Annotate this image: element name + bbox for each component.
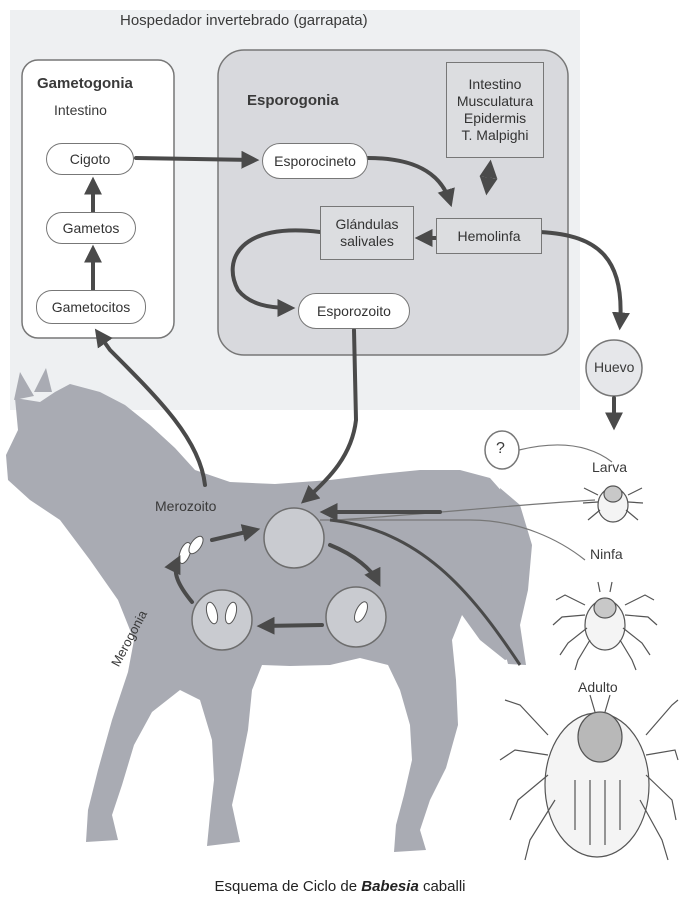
gametogonia-title: Gametogonia [37, 75, 133, 92]
gametocitos-node: Gametocitos [36, 290, 146, 324]
caption-prefix: Esquema de Ciclo de [215, 878, 362, 895]
glandulas-line-2: salivales [340, 233, 394, 250]
organos-line-2: Musculatura [457, 93, 533, 110]
caption-genus: Babesia [361, 878, 419, 895]
gametos-node: Gametos [46, 212, 136, 244]
cigoto-node: Cigoto [46, 143, 134, 175]
larva-label: Larva [592, 459, 627, 475]
organos-line-1: Intestino [469, 76, 522, 93]
diagram-caption: Esquema de Ciclo de Babesia caballi [0, 878, 680, 895]
esporozoito-node: Esporozoito [298, 293, 410, 329]
ninfa-tick-icon [553, 582, 657, 670]
merozoito-label: Merozoito [155, 498, 216, 514]
esporogonia-title: Esporogonia [247, 92, 339, 109]
erythrocyte-left [192, 590, 252, 650]
arrow-cigoto-esporocineto [136, 158, 254, 160]
organos-line-4: T. Malpighi [462, 127, 529, 144]
adulto-label: Adulto [578, 679, 618, 695]
ninfa-label: Ninfa [590, 546, 623, 562]
esporocineto-node: Esporocineto [262, 143, 368, 179]
erythrocyte-top [264, 508, 324, 568]
caption-suffix: caballi [419, 878, 466, 895]
host-label: Hospedador invertebrado (garrapata) [120, 12, 368, 29]
larva-tick-icon [583, 486, 643, 522]
glandulas-box: Glándulas salivales [320, 206, 414, 260]
arrow-cell-right-left [262, 625, 322, 626]
question-mark: ? [496, 440, 505, 458]
hemolinfa-box: Hemolinfa [436, 218, 542, 254]
glandulas-line-1: Glándulas [335, 216, 398, 233]
organos-box: Intestino Musculatura Epidermis T. Malpi… [446, 62, 544, 158]
adulto-tick-icon [500, 695, 678, 860]
organos-line-3: Epidermis [464, 110, 526, 127]
huevo-label: Huevo [594, 359, 634, 375]
horse-silhouette [6, 384, 522, 852]
hemolinfa-label: Hemolinfa [457, 228, 520, 245]
gametogonia-subtitle: Intestino [54, 102, 107, 118]
